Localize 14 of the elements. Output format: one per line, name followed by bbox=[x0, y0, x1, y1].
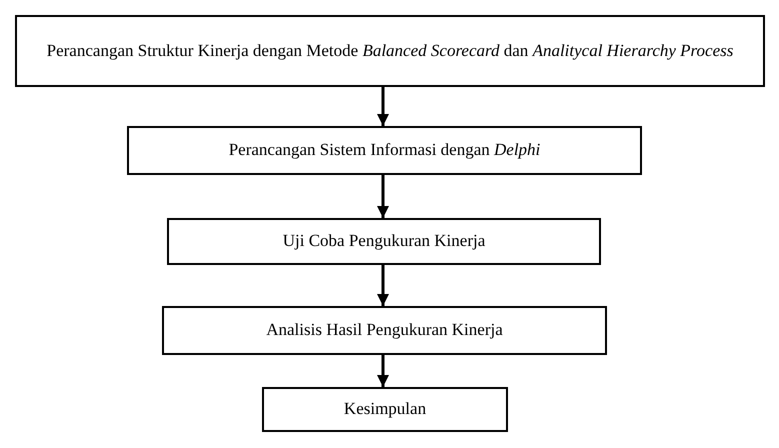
step-text: Uji Coba Pengukuran Kinerja bbox=[282, 230, 486, 252]
arrow bbox=[377, 175, 389, 218]
process-box bbox=[15, 15, 765, 87]
process-box bbox=[262, 387, 508, 432]
arrow bbox=[377, 265, 389, 306]
arrow bbox=[377, 355, 389, 387]
process-box bbox=[127, 126, 642, 175]
step-text: Perancangan Struktur Kinerja dengan Metode Balanced Scorecard dan Analitycal Hierarchy Process bbox=[46, 40, 734, 62]
step-text: Perancangan Sistem Informasi dengan Delphi bbox=[228, 139, 540, 162]
arrow bbox=[377, 87, 389, 126]
step-text: Kesimpulan bbox=[344, 398, 426, 420]
step-text: Analisis Hasil Pengukuran Kinerja bbox=[266, 319, 503, 342]
process-box bbox=[167, 218, 601, 265]
process-box bbox=[162, 306, 607, 355]
